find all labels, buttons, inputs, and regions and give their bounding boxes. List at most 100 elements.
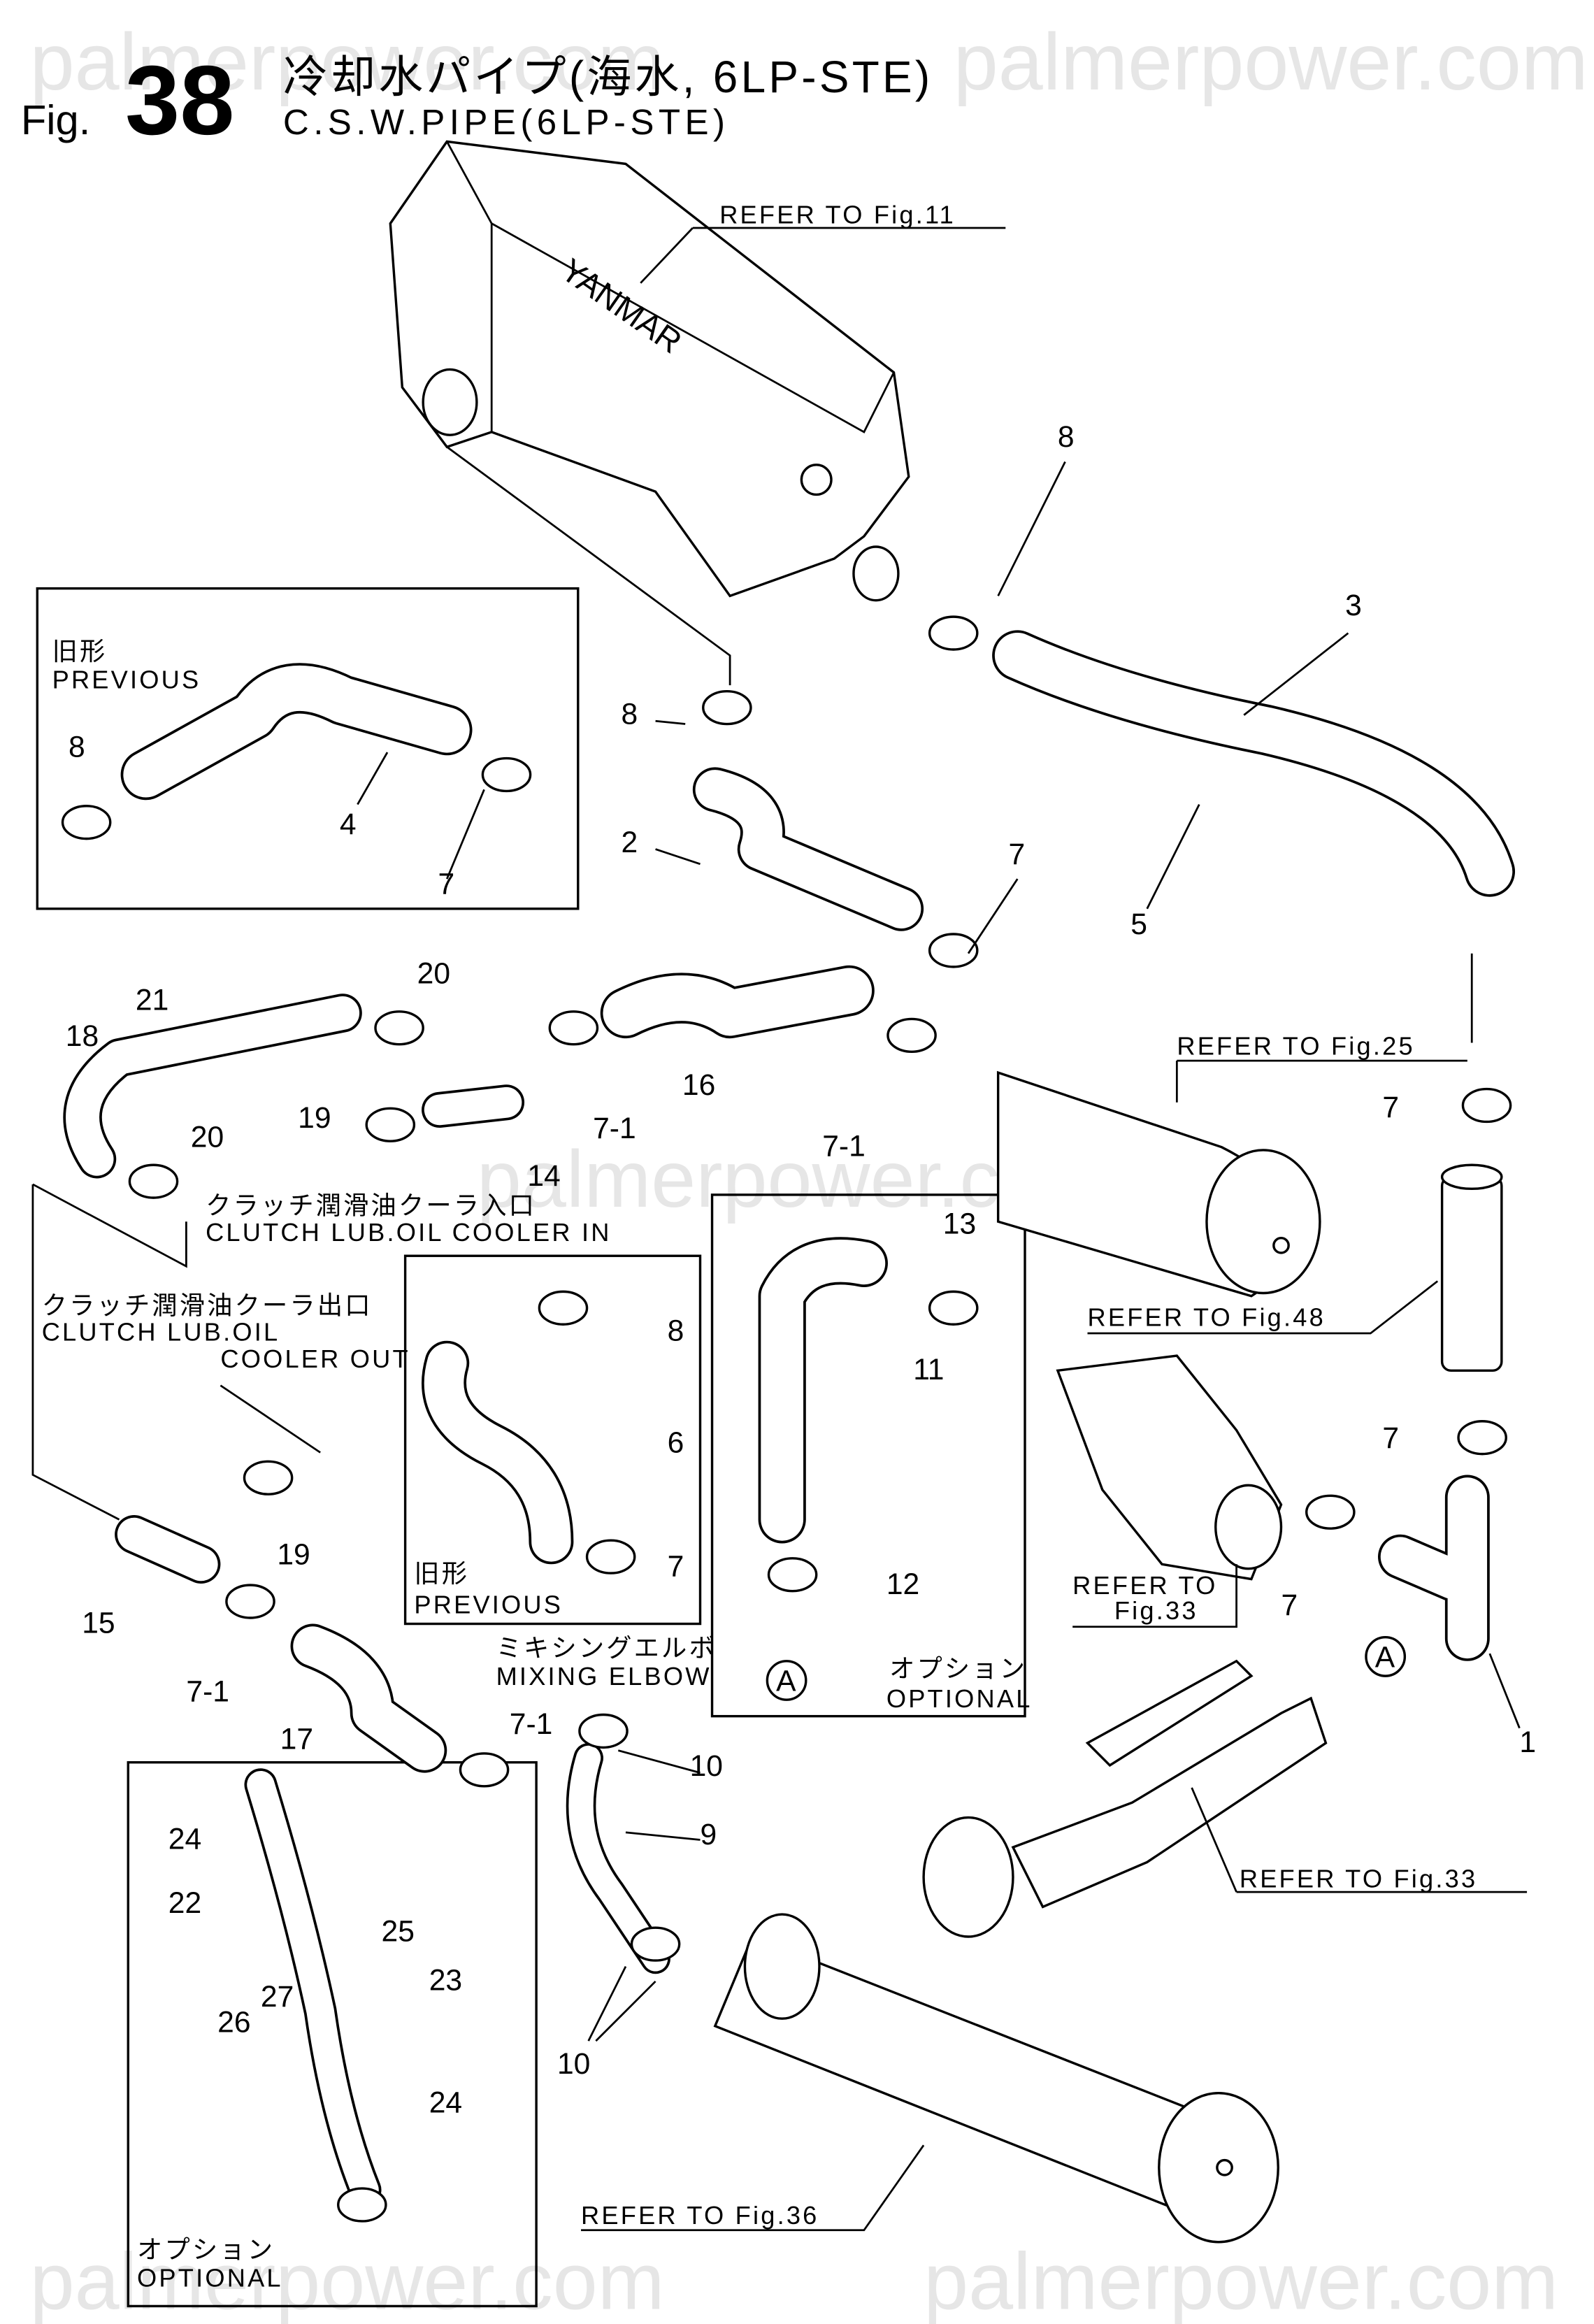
watermark-text: palmerpower.com bbox=[924, 2237, 1558, 2324]
hose-clamp bbox=[548, 1010, 599, 1046]
part-number-label: 5 bbox=[1130, 908, 1147, 941]
part-number-label: 25 bbox=[382, 1914, 415, 1948]
watermark-text: palmerpower.com bbox=[954, 17, 1588, 107]
part-number-label: 7-1 bbox=[510, 1707, 553, 1741]
reference-note: クラッチ潤滑油クーラ出口 bbox=[42, 1291, 373, 1319]
part-number-label: 13 bbox=[943, 1207, 976, 1240]
watermark-text: palmerpower.com bbox=[30, 2237, 665, 2324]
hose-clamp bbox=[928, 1290, 979, 1326]
part-number-label: 12 bbox=[886, 1568, 919, 1601]
part-number-label: 11 bbox=[913, 1353, 944, 1386]
reference-note: COOLER OUT bbox=[220, 1344, 410, 1373]
hose-clamp bbox=[61, 805, 112, 840]
hose-clamp bbox=[365, 1107, 416, 1142]
optional-box-middle bbox=[710, 1193, 1026, 1718]
optional-box-bottom bbox=[127, 1760, 538, 2308]
marker-label: A bbox=[776, 1664, 796, 1698]
fig-prefix: Fig. bbox=[21, 96, 90, 143]
reference-note: REFER TO Fig.25 bbox=[1177, 1032, 1414, 1061]
part-number-label: 4 bbox=[340, 808, 357, 841]
sea-cock-strainer bbox=[922, 1659, 1328, 1938]
part-number-label: 23 bbox=[429, 1964, 462, 1997]
hose-17 bbox=[290, 1623, 447, 1773]
fig-number: 38 bbox=[125, 45, 234, 155]
part-number-label: 22 bbox=[168, 1886, 201, 1920]
part-number-label: 9 bbox=[701, 1818, 717, 1851]
mixing-elbow-exhaust bbox=[713, 1913, 1279, 2244]
reference-note: オプション bbox=[137, 2235, 275, 2264]
hose-clamp bbox=[337, 2187, 387, 2223]
hose-clamp bbox=[630, 1926, 681, 1962]
reference-note: REFER TO Fig.48 bbox=[1088, 1303, 1326, 1331]
hose-clamp bbox=[481, 756, 532, 793]
hose-9 bbox=[566, 1743, 670, 1974]
reference-note: 旧形 bbox=[414, 1559, 469, 1588]
part-number-label: 14 bbox=[527, 1159, 560, 1193]
reference-note: REFER TO bbox=[1072, 1571, 1217, 1600]
reference-note: PREVIOUS bbox=[414, 1591, 563, 1619]
reference-note: CLUTCH LUB.OIL COOLER IN bbox=[206, 1218, 612, 1247]
hose-clamp bbox=[538, 1290, 589, 1326]
reference-marker-a-1: A bbox=[766, 1660, 807, 1701]
reference-marker-a-2: A bbox=[1365, 1636, 1407, 1677]
hose-6 bbox=[422, 1340, 574, 1565]
part-number-label: 27 bbox=[261, 1980, 294, 2014]
hose-clamp bbox=[767, 1557, 818, 1593]
part-number-label: 10 bbox=[557, 2047, 590, 2081]
reference-note: ミキシングエルボ bbox=[496, 1633, 717, 1662]
hose-clamp bbox=[702, 689, 752, 726]
title-japanese: 冷却水パイプ(海水, 6LP-STE) bbox=[283, 52, 933, 102]
pipe-1 bbox=[1377, 1475, 1490, 1661]
part-number-label: 20 bbox=[191, 1121, 224, 1154]
previous-box-middle bbox=[403, 1254, 702, 1626]
reference-note: OPTIONAL bbox=[137, 2264, 283, 2293]
reference-note: Fig.33 bbox=[1114, 1596, 1198, 1625]
pipe-18-21 bbox=[63, 994, 362, 1179]
part-number-label: 1 bbox=[1519, 1726, 1536, 1759]
hose-clamp bbox=[459, 1752, 510, 1788]
hose-clamp bbox=[585, 1539, 636, 1575]
pipe-11 bbox=[758, 1237, 888, 1544]
hose-clamp bbox=[374, 1010, 424, 1046]
reference-note: 旧形 bbox=[52, 637, 108, 666]
reference-note: OPTIONAL bbox=[886, 1684, 1033, 1713]
reference-note: オプション bbox=[889, 1654, 1027, 1683]
figure-header: Fig. 38 冷却水パイプ(海水, 6LP-STE) C.S.W.PIPE(6… bbox=[21, 45, 933, 155]
fitting-14 bbox=[422, 1084, 525, 1128]
fitting-15 bbox=[115, 1514, 221, 1584]
reference-note: REFER TO Fig.36 bbox=[581, 2201, 819, 2230]
reference-note: MIXING ELBOW bbox=[496, 1662, 712, 1691]
part-number-label: 18 bbox=[66, 1019, 99, 1053]
part-number-label: 7 bbox=[668, 1549, 684, 1583]
hoses-and-pipes bbox=[61, 615, 1516, 2223]
part-number-label: 6 bbox=[668, 1426, 684, 1459]
thermostat-housing bbox=[1056, 1354, 1283, 1581]
watermarks: palmerpower.com palmerpower.com palmerpowe… bbox=[30, 17, 1588, 2324]
reference-note: REFER TO Fig.33 bbox=[1240, 1865, 1477, 1893]
part-number-label: 15 bbox=[82, 1606, 115, 1640]
part-number-label: 7 bbox=[1009, 838, 1026, 871]
part-number-label: 16 bbox=[682, 1068, 715, 1102]
part-number-label: 17 bbox=[280, 1723, 313, 1756]
part-number-label: 19 bbox=[277, 1537, 310, 1571]
part-number-label: 8 bbox=[1058, 420, 1075, 454]
hose-3 bbox=[992, 630, 1516, 897]
part-number-label: 19 bbox=[298, 1101, 331, 1135]
hose-2 bbox=[692, 767, 924, 931]
reference-note: クラッチ潤滑油クーラ入口 bbox=[206, 1191, 536, 1220]
part-number-label: 8 bbox=[622, 698, 638, 731]
oil-cooler-fig25 bbox=[996, 1070, 1321, 1298]
hose-clamp bbox=[886, 1017, 937, 1054]
part-number-label: 7 bbox=[1382, 1091, 1399, 1124]
part-number-label: 7 bbox=[1382, 1421, 1399, 1455]
hose-clamp bbox=[128, 1163, 179, 1199]
part-number-label: 7 bbox=[1281, 1588, 1298, 1622]
heat-exchanger-engine: YANMAR bbox=[389, 140, 910, 602]
hose-clamp bbox=[1461, 1087, 1512, 1124]
part-number-label: 10 bbox=[690, 1749, 723, 1783]
part-number-label: 24 bbox=[429, 2086, 462, 2119]
hose-clamp bbox=[578, 1713, 629, 1749]
hose-clamp bbox=[1457, 1420, 1507, 1456]
hose-clamp bbox=[928, 615, 979, 651]
